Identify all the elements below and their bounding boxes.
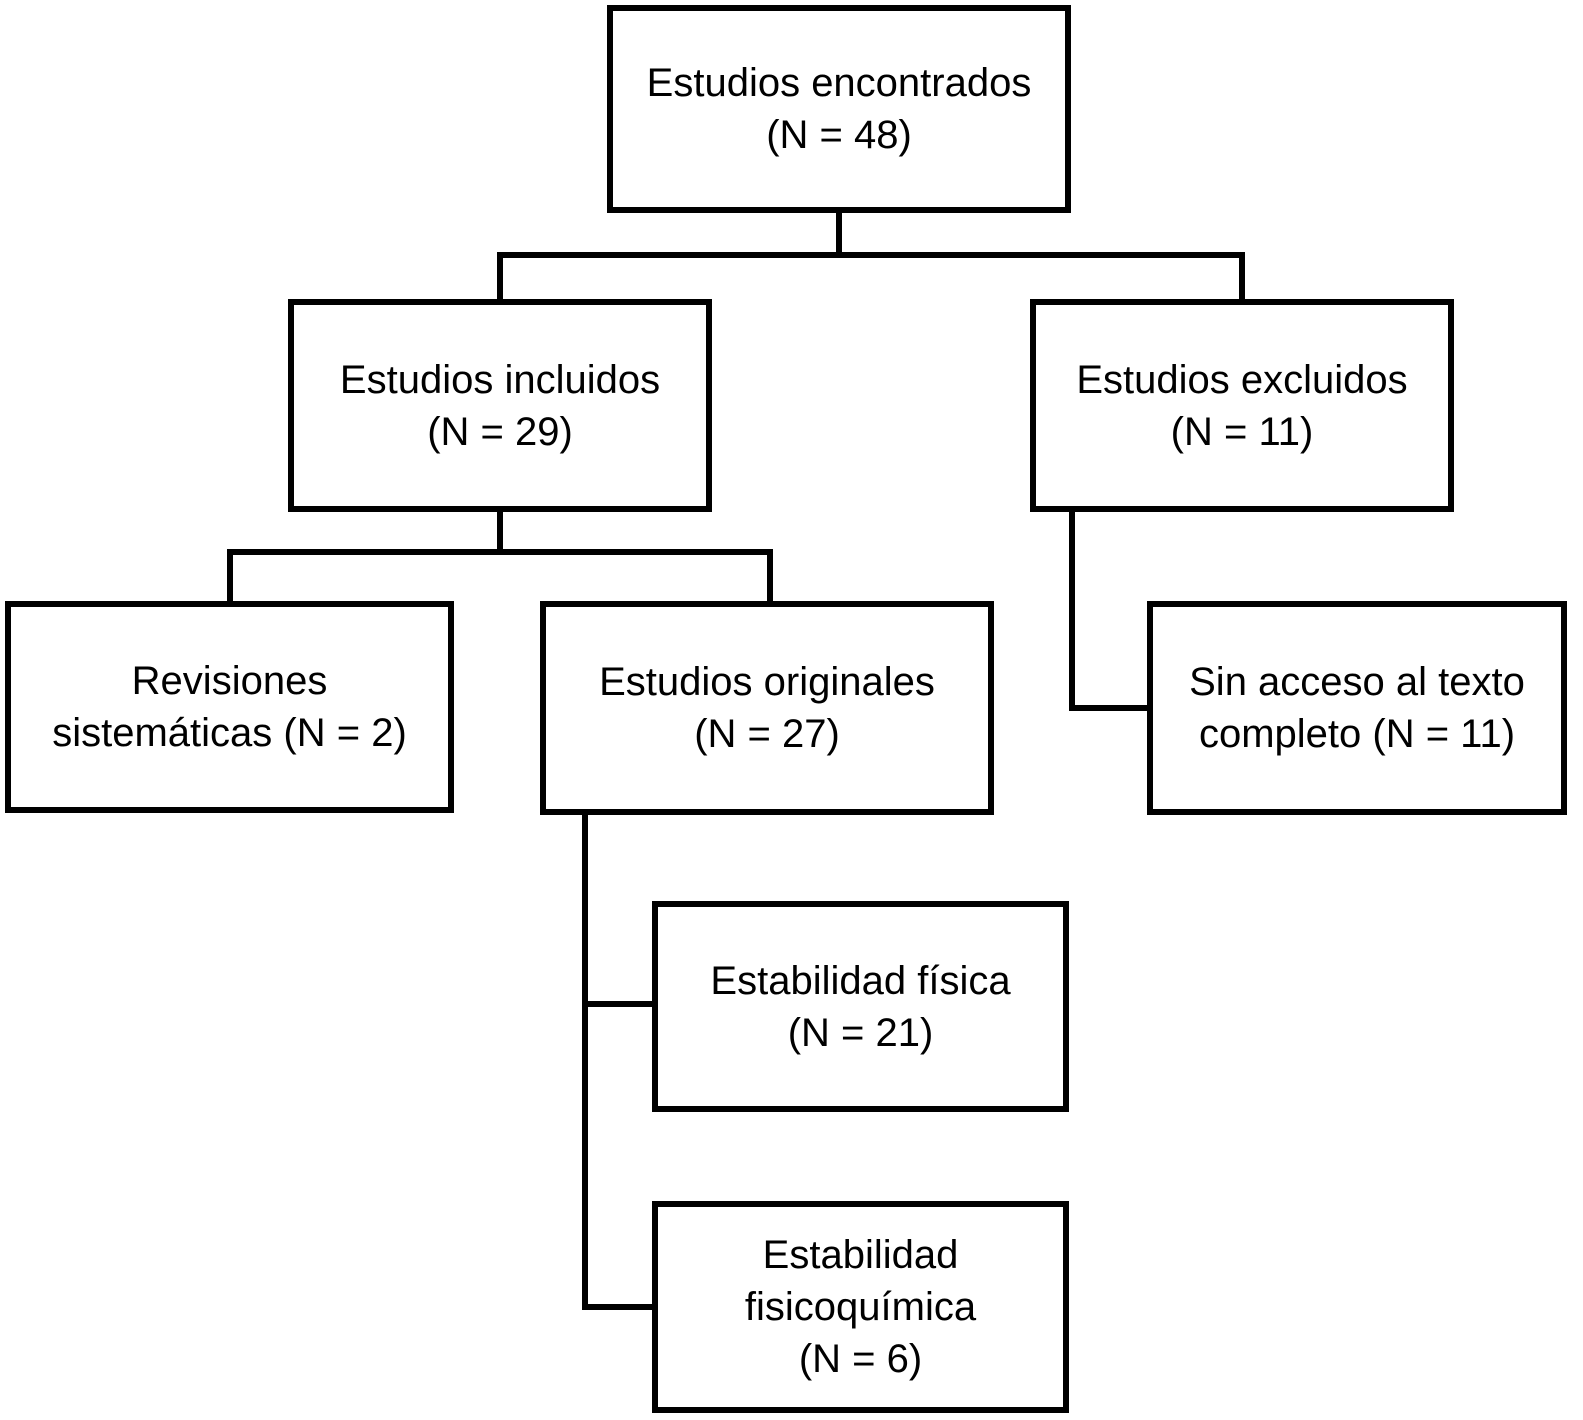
connector-to-originales <box>767 549 773 601</box>
node-estudios-originales: Estudios originales (N = 27) <box>540 601 994 815</box>
node-count: (N = 6) <box>798 1337 923 1381</box>
node-count: sistemáticas (N = 2) <box>52 711 407 755</box>
node-count: (N = 27) <box>694 712 840 756</box>
node-estudios-encontrados: Estudios encontrados (N = 48) <box>607 5 1071 213</box>
connector-included-stem <box>497 512 503 555</box>
connector-found-stem <box>836 213 842 258</box>
node-sin-acceso-texto-completo: Sin acceso al texto completo (N = 11) <box>1147 601 1567 815</box>
node-label: Sin acceso al texto <box>1189 660 1525 704</box>
node-count: (N = 11) <box>1170 409 1314 454</box>
node-count: (N = 21) <box>787 1010 934 1055</box>
node-estabilidad-fisica: Estabilidad física (N = 21) <box>652 901 1069 1112</box>
node-estudios-excluidos: Estudios excluidos (N = 11) <box>1030 299 1454 512</box>
node-label: Estudios excluidos <box>1076 357 1408 402</box>
node-estudios-incluidos: Estudios incluidos (N = 29) <box>288 299 712 512</box>
node-count: (N = 29) <box>427 409 573 454</box>
connector-found-split-bar <box>497 252 1245 258</box>
node-label: Revisiones <box>131 659 328 703</box>
connector-to-excluded <box>1239 252 1245 299</box>
connector-to-sin-acceso <box>1069 705 1147 711</box>
connector-to-revisiones <box>227 549 233 601</box>
connector-included-split-bar <box>227 549 773 555</box>
node-label: Estudios encontrados <box>646 61 1032 105</box>
node-revisiones-sistematicas: Revisiones sistemáticas (N = 2) <box>5 601 454 813</box>
node-label: Estabilidad <box>762 1233 959 1277</box>
node-count: completo (N = 11) <box>1198 712 1516 756</box>
connector-to-fisica <box>582 1001 652 1007</box>
node-label2: fisicoquímica <box>744 1285 977 1329</box>
connector-excluded-drop <box>1069 512 1075 711</box>
connector-to-fisicoquimica <box>582 1304 652 1310</box>
node-count: (N = 48) <box>766 113 912 157</box>
connector-to-included <box>497 252 503 299</box>
connector-originales-drop <box>582 815 588 1310</box>
node-estabilidad-fisicoquimica: Estabilidad fisicoquímica (N = 6) <box>652 1201 1069 1413</box>
node-label: Estabilidad física <box>710 958 1011 1003</box>
node-label: Estudios incluidos <box>339 357 661 402</box>
node-label: Estudios originales <box>599 660 935 704</box>
